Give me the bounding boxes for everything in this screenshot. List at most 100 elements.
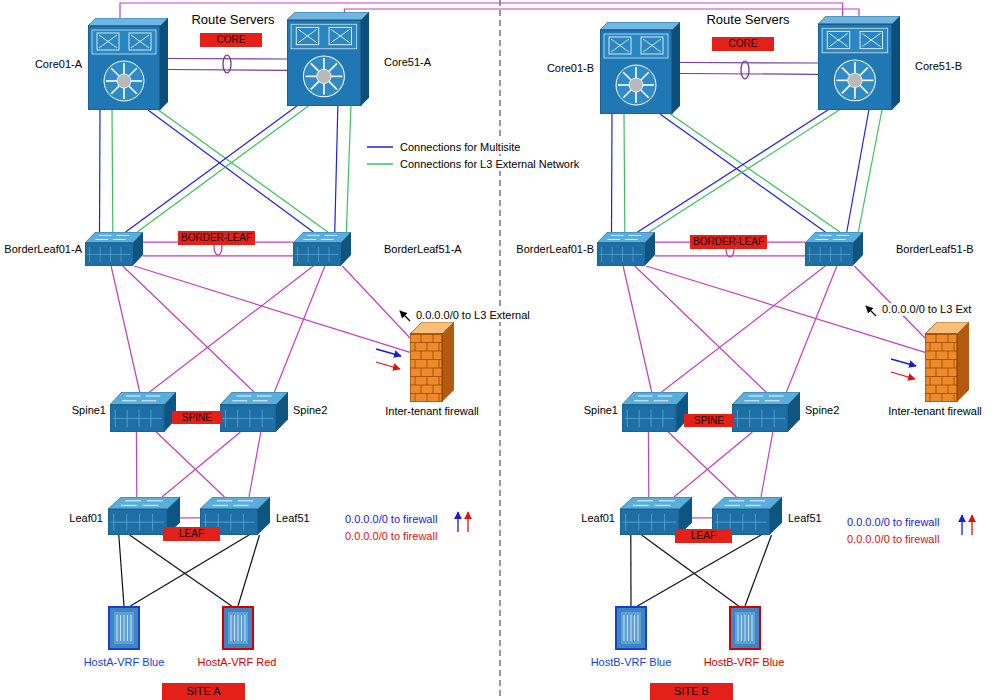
link-line xyxy=(611,114,613,232)
network-switch-icon xyxy=(732,392,800,432)
device-label: Spine1 xyxy=(72,404,106,417)
switch-arrow xyxy=(126,396,141,397)
module-glyph xyxy=(99,35,117,48)
switch-arrow xyxy=(143,505,159,506)
device-label: Leaf51 xyxy=(788,512,822,525)
emblem-arrow xyxy=(111,86,119,94)
module-glyph xyxy=(641,37,663,54)
module-glyph xyxy=(298,29,316,42)
brick-line xyxy=(936,368,937,377)
switch-top xyxy=(200,497,270,509)
brick-line xyxy=(936,385,937,394)
brick-line xyxy=(948,334,949,343)
link-line xyxy=(674,432,752,497)
brick-line xyxy=(433,334,434,343)
switch-arrow xyxy=(750,500,765,501)
switch-grid xyxy=(735,418,785,419)
legend-sample-line xyxy=(367,146,393,148)
link-line xyxy=(662,266,826,392)
brick-line xyxy=(415,394,416,403)
annotation: Route Servers xyxy=(189,12,276,27)
switch-front xyxy=(732,405,788,432)
core-switch-icon xyxy=(287,12,369,106)
emblem-arrow xyxy=(862,80,873,82)
device-label: Spine1 xyxy=(584,404,618,417)
brick-line xyxy=(936,334,937,343)
switch-grid xyxy=(715,522,767,523)
switch-arrow xyxy=(99,235,112,236)
host-server-icon xyxy=(729,606,761,650)
network-switch-icon xyxy=(622,392,688,432)
link-line xyxy=(342,266,410,338)
link-line xyxy=(150,266,314,392)
switch-front xyxy=(622,405,676,432)
firewall-front xyxy=(410,334,442,402)
link-line xyxy=(623,114,625,232)
annotation: 0.0.0.0/0 to firewall xyxy=(343,513,439,526)
brick-line xyxy=(925,368,957,369)
host-server-icon xyxy=(108,606,140,650)
switch-arrow xyxy=(658,396,673,397)
emblem-arrow xyxy=(643,84,654,86)
switch-arrow xyxy=(836,235,849,236)
host-slat xyxy=(234,615,235,641)
switch-arrow xyxy=(213,505,228,506)
switch-arrow xyxy=(113,239,126,240)
link-line xyxy=(99,110,101,232)
host-slat xyxy=(120,615,121,641)
emblem-arrow xyxy=(860,85,868,93)
brick-line xyxy=(415,343,416,352)
emblem-arrow xyxy=(842,85,850,93)
link-line xyxy=(346,106,351,232)
chassis-top xyxy=(818,16,900,24)
device-label: HostB-VRF Blue xyxy=(704,656,785,669)
switch-top xyxy=(85,232,143,243)
flow-arrow xyxy=(961,515,962,535)
emblem-arrow xyxy=(311,81,319,89)
module-glyph xyxy=(609,37,631,54)
tier-tag: CORE xyxy=(200,33,262,47)
link-line xyxy=(119,535,124,606)
link-line xyxy=(111,266,140,392)
device-label: HostA-VRF Blue xyxy=(84,656,165,669)
chassis-module xyxy=(604,34,668,58)
host-server: HostB-VRF Blue xyxy=(729,606,761,650)
module-glyph xyxy=(97,33,119,50)
chassis-emblem xyxy=(834,60,875,101)
tier-tag: BORDER-LEAF xyxy=(690,235,767,249)
switch-arrow xyxy=(655,505,671,506)
host-panel xyxy=(621,612,641,644)
switch-arrow xyxy=(611,235,624,236)
switch-arrow xyxy=(765,400,780,401)
switch-grid xyxy=(295,254,338,255)
core-switch-icon xyxy=(600,22,680,114)
module-glyph xyxy=(99,35,117,48)
link-line xyxy=(623,266,652,392)
host-body xyxy=(730,607,760,649)
flow-arrow xyxy=(891,359,916,366)
switch-front xyxy=(220,405,276,432)
host-slat xyxy=(241,615,242,641)
emblem-arrow xyxy=(623,90,631,98)
switch-arrow xyxy=(634,400,649,401)
switch-top xyxy=(732,392,800,405)
host-slat xyxy=(624,615,625,641)
brick-line xyxy=(930,377,931,386)
network-switch: Spine1 xyxy=(110,392,176,432)
tier-tag: LEAF xyxy=(675,529,732,543)
emblem-arrow xyxy=(331,76,342,78)
emblem-arrow xyxy=(305,76,316,78)
module-glyph xyxy=(643,39,661,52)
switch-arrow xyxy=(142,400,157,401)
chassis-module xyxy=(291,24,357,49)
chassis-side xyxy=(160,18,168,110)
flow-arrow xyxy=(971,515,972,535)
brick-line xyxy=(930,343,931,352)
link-line xyxy=(847,110,869,232)
switch-arrow xyxy=(321,239,334,240)
switch-front xyxy=(805,243,853,266)
host-body xyxy=(109,607,139,649)
link-line xyxy=(274,266,325,392)
emblem-arrow xyxy=(623,72,631,80)
switch-grid xyxy=(623,522,676,523)
